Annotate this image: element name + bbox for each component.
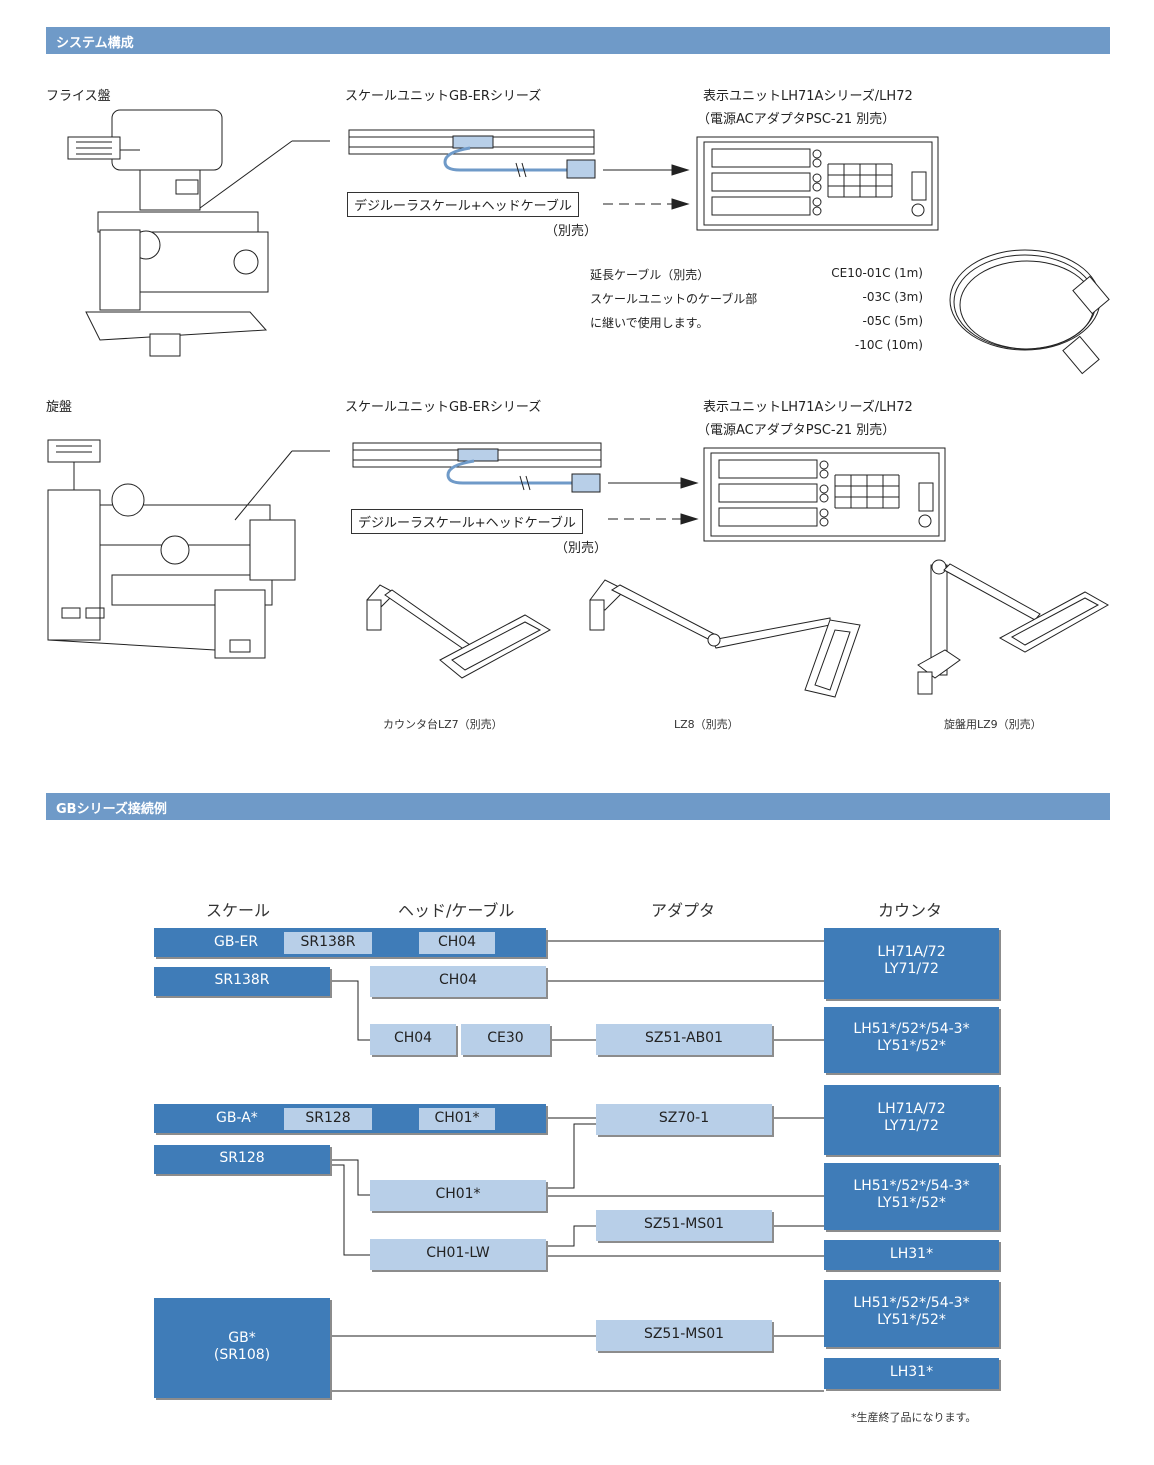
ce30-box: CE30 bbox=[461, 1024, 550, 1055]
combo-note: （別売） bbox=[545, 224, 598, 239]
counter-line1: LH51*/52*/54-3* bbox=[853, 1295, 970, 1311]
sr138r-box: SR138R bbox=[154, 967, 330, 996]
section-title: GBシリーズ接続例 bbox=[56, 802, 167, 817]
column-header-head: ヘッド/ケーブル bbox=[398, 901, 515, 920]
arrow-dashed bbox=[603, 198, 690, 210]
counter-line2: LY51*/52* bbox=[877, 1038, 946, 1054]
system-illustrations bbox=[47, 109, 1110, 698]
milling-machine-illustration bbox=[67, 109, 293, 357]
section-header-connection: GBシリーズ接続例 bbox=[46, 793, 1110, 820]
sr128-box: SR128 bbox=[154, 1145, 330, 1174]
counter-lh51-box-2: LH51*/52*/54-3* LY51*/52* bbox=[824, 1163, 999, 1230]
cable-line2: スケールユニットのケーブル部 bbox=[590, 292, 758, 306]
stand-lz7-illustration bbox=[366, 584, 552, 679]
stand-caption-lz7: カウンタ台LZ7（別売） bbox=[383, 718, 503, 731]
cable-line1: 延長ケーブル（別売） bbox=[590, 268, 710, 282]
counter-lh71a-72-box-2: LH71A/72 LY71/72 bbox=[824, 1085, 999, 1155]
lathe-combo-note: （別売） bbox=[555, 541, 608, 556]
counter-lh31-box-2: LH31* bbox=[824, 1358, 999, 1389]
cable-code-3: -05C (5m) bbox=[862, 314, 923, 328]
counter-line2: LY71/72 bbox=[884, 1118, 939, 1134]
lathe-scale-unit-label: スケールユニットGB-ERシリーズ bbox=[345, 400, 542, 415]
stand-caption-lz8: LZ8（別売） bbox=[674, 718, 739, 731]
counter-lh51-box-3: LH51*/52*/54-3* LY51*/52* bbox=[824, 1280, 999, 1347]
ch01-lw-box: CH01-LW bbox=[370, 1239, 546, 1270]
scale-unit-illustration bbox=[348, 129, 596, 179]
column-header-adapter: アダプタ bbox=[651, 901, 716, 920]
counter-lh31-box: LH31* bbox=[824, 1240, 999, 1270]
counter-line1: LH51*/52*/54-3* bbox=[853, 1178, 970, 1194]
gb-a-scale-label: SR128 bbox=[284, 1108, 372, 1130]
counter-line2: LY51*/52* bbox=[877, 1195, 946, 1211]
section-title: システム構成 bbox=[56, 36, 134, 51]
lathe-scale-unit-illustration bbox=[352, 442, 602, 493]
display-unit-label: 表示ユニットLH71Aシリーズ/LH72 bbox=[703, 89, 913, 104]
lathe-display-unit-label: 表示ユニットLH71Aシリーズ/LH72 bbox=[703, 400, 913, 415]
counter-line1: LH71A/72 bbox=[877, 1101, 946, 1117]
stand-lz8-illustration bbox=[589, 579, 861, 698]
column-header-counter: カウンタ bbox=[878, 901, 943, 920]
section-header-system: システム構成 bbox=[46, 27, 1110, 54]
display-unit-note: （電源ACアダプタPSC-21 別売） bbox=[697, 112, 896, 127]
cable-line3: に継いで使用します。 bbox=[590, 316, 709, 330]
lathe-illustration bbox=[47, 439, 296, 659]
counter-lh71a-72-box: LH71A/72 LY71/72 bbox=[824, 928, 999, 999]
gb-er-head-label: CH04 bbox=[419, 932, 495, 954]
sz51-ms01-box: SZ51-MS01 bbox=[596, 1210, 772, 1241]
stand-lz9-illustration bbox=[917, 559, 1110, 695]
lathe-machine-label: 旋盤 bbox=[46, 400, 73, 415]
ch04-box-2: CH04 bbox=[370, 1024, 456, 1055]
gb-a-label: GB-A* bbox=[216, 1110, 258, 1126]
lathe-display-unit-illustration bbox=[703, 447, 946, 542]
combo-box: デジルーラスケール+ヘッドケーブル bbox=[347, 192, 579, 217]
lathe-display-unit-note: （電源ACアダプタPSC-21 別売） bbox=[697, 423, 896, 438]
footnote: *生産終了品になります。 bbox=[851, 1411, 977, 1424]
cable-code-1: CE10-01C (1m) bbox=[831, 266, 923, 280]
cable-code-4: -10C (10m) bbox=[854, 338, 923, 352]
stand-caption-lz9: 旋盤用LZ9（別売） bbox=[944, 718, 1042, 731]
lathe-arrow-solid bbox=[608, 477, 699, 489]
sz51-ab01-box: SZ51-AB01 bbox=[596, 1024, 772, 1055]
sz70-1-box: SZ70-1 bbox=[596, 1104, 772, 1135]
counter-line2: LY71/72 bbox=[884, 961, 939, 977]
column-header-scale: スケール bbox=[206, 901, 271, 920]
display-unit-illustration bbox=[696, 136, 939, 231]
milling-machine-label: フライス盤 bbox=[46, 89, 111, 104]
gb-sr108-box: GB* (SR108) bbox=[154, 1298, 330, 1398]
counter-line1: LH51*/52*/54-3* bbox=[853, 1021, 970, 1037]
gb-er-label: GB-ER bbox=[214, 934, 259, 950]
arrow-solid bbox=[603, 164, 690, 176]
cable-code-2: -03C (3m) bbox=[862, 290, 923, 304]
gb-sr108-line2: (SR108) bbox=[213, 1347, 271, 1363]
gb-sr108-line1: GB* bbox=[228, 1330, 256, 1346]
scale-unit-label: スケールユニットGB-ERシリーズ bbox=[345, 89, 542, 104]
counter-line1: LH71A/72 bbox=[877, 944, 946, 960]
ch04-box: CH04 bbox=[370, 966, 546, 997]
extension-cable-illustration bbox=[949, 249, 1110, 375]
lathe-arrow-dashed bbox=[608, 513, 699, 525]
gb-er-scale-label: SR138R bbox=[284, 932, 372, 954]
counter-line2: LY51*/52* bbox=[877, 1312, 946, 1328]
lathe-combo-box: デジルーラスケール+ヘッドケーブル bbox=[351, 509, 583, 534]
gb-a-head-label: CH01* bbox=[419, 1108, 495, 1130]
counter-lh51-box: LH51*/52*/54-3* LY51*/52* bbox=[824, 1007, 999, 1073]
ch01-box: CH01* bbox=[370, 1180, 546, 1211]
sz51-ms01-box-2: SZ51-MS01 bbox=[596, 1320, 772, 1351]
